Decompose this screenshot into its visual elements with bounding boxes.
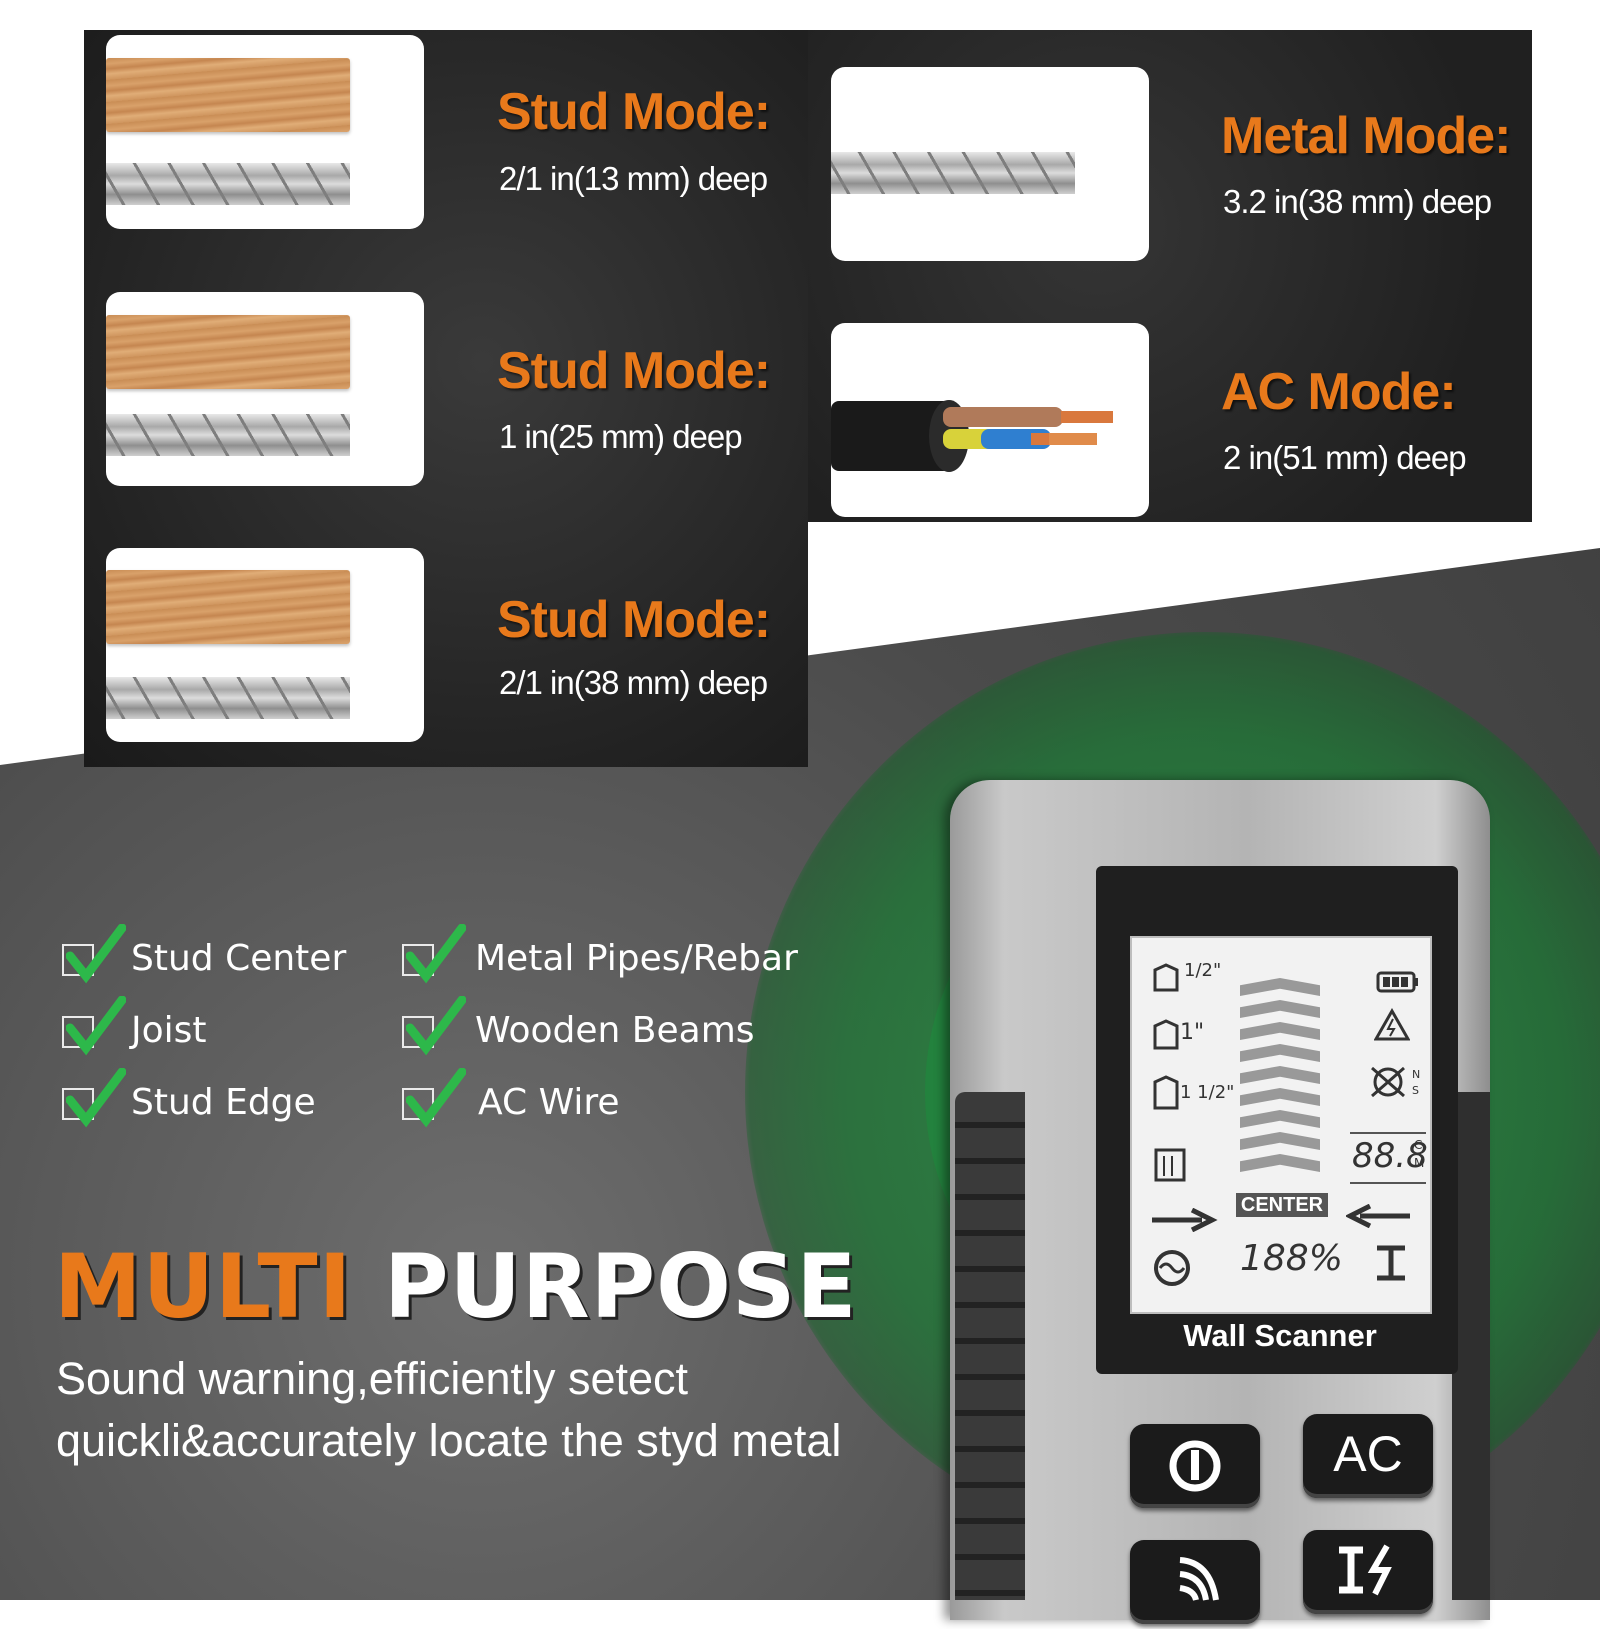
center-indicator: CENTER xyxy=(1236,1193,1328,1217)
ac-mode-depth: 2 in(51 mm) deep xyxy=(1223,439,1467,476)
metal-bolt-icon xyxy=(1339,1544,1392,1596)
svg-text:S: S xyxy=(1412,1084,1419,1097)
arrow-left-icon xyxy=(1346,1204,1410,1228)
rebar-icon xyxy=(106,677,350,719)
stud-mode-depth-2: 1 in(25 mm) deep xyxy=(499,418,743,455)
metal-mode-button[interactable] xyxy=(1303,1530,1433,1614)
warning-icon xyxy=(1374,1008,1410,1041)
checkbox-icon xyxy=(402,996,466,1056)
description-line-1: Sound warning,efficiently setect xyxy=(56,1353,689,1404)
magnet-icon: NS xyxy=(1371,1066,1420,1098)
wood-block-icon xyxy=(1154,1148,1186,1182)
stud-mode-illustration-1 xyxy=(106,35,424,229)
depth-half-label: 1/2" xyxy=(1184,960,1222,981)
feature-ac-wire: AC Wire xyxy=(478,1082,620,1123)
stud-mode-title-1: Stud Mode: xyxy=(497,83,771,141)
device-lcd xyxy=(1130,936,1432,1314)
wood-plank-icon xyxy=(106,570,350,644)
power-icon xyxy=(1169,1440,1221,1492)
rebar-icon xyxy=(106,163,350,205)
checkbox-icon xyxy=(402,1068,466,1128)
depth-unit-c: C xyxy=(1414,1138,1423,1152)
checkbox-icon xyxy=(62,924,126,984)
stud-mode-depth-3: 2/1 in(38 mm) deep xyxy=(499,664,768,701)
headline: MULTI PURPOSE xyxy=(54,1235,857,1338)
stud-mode-depth-1: 2/1 in(13 mm) deep xyxy=(499,160,768,197)
checkbox-icon xyxy=(62,1068,126,1128)
rebar-icon xyxy=(831,152,1075,194)
depth-unit-m: M xyxy=(1414,1156,1425,1170)
feature-stud-edge: Stud Edge xyxy=(131,1082,316,1123)
rebar-icon xyxy=(106,414,350,456)
wood-plank-icon xyxy=(106,315,350,389)
arrow-right-icon xyxy=(1152,1208,1218,1232)
metal-mode-illustration xyxy=(831,67,1149,261)
svg-text:N: N xyxy=(1412,1068,1420,1081)
stud-mode-button[interactable] xyxy=(1130,1540,1260,1624)
wood-plank-icon xyxy=(106,58,350,132)
depth-shallow-icon xyxy=(1153,963,1179,992)
cable-icon xyxy=(831,400,1113,472)
power-button[interactable] xyxy=(1130,1424,1260,1508)
signal-percent: 188% xyxy=(1240,1238,1343,1279)
checkbox-icon xyxy=(402,924,466,984)
battery-icon xyxy=(1376,971,1418,993)
depth-readout: 88.8 xyxy=(1352,1136,1428,1176)
feature-metal-pipes: Metal Pipes/Rebar xyxy=(475,938,798,979)
ac-button[interactable]: AC xyxy=(1303,1414,1433,1498)
stud-mode-title-3: Stud Mode: xyxy=(497,591,771,649)
ac-mode-title: AC Mode: xyxy=(1221,363,1457,421)
signal-bargraph xyxy=(1240,978,1320,1198)
depth-oneandhalf-label: 1 1/2" xyxy=(1180,1082,1235,1103)
ac-mode-illustration xyxy=(831,323,1149,517)
device-grip-left xyxy=(955,1092,1025,1600)
stud-mode-illustration-3 xyxy=(106,548,424,742)
stud-mode-illustration-2 xyxy=(106,292,424,486)
ac-wave-icon xyxy=(1154,1250,1190,1286)
device-label: Wall Scanner xyxy=(1183,1318,1377,1353)
description: Sound warning,efficiently setect quickli… xyxy=(56,1348,841,1472)
headline-purpose: PURPOSE xyxy=(383,1235,858,1338)
feature-joist: Joist xyxy=(131,1010,207,1051)
feature-wooden-beams: Wooden Beams xyxy=(475,1010,755,1051)
depth-deep-icon xyxy=(1153,1075,1179,1110)
depth-one-label: 1" xyxy=(1180,1020,1205,1045)
stud-mode-title-2: Stud Mode: xyxy=(497,342,771,400)
headline-multi: MULTI xyxy=(54,1235,353,1338)
ibeam-icon xyxy=(1377,1245,1405,1281)
device-grip-right xyxy=(1452,1092,1490,1600)
feature-stud-center: Stud Center xyxy=(131,938,347,979)
checkbox-icon xyxy=(62,996,126,1056)
metal-mode-title: Metal Mode: xyxy=(1221,107,1511,165)
depth-readout-frame xyxy=(1350,1132,1426,1184)
depth-medium-icon xyxy=(1153,1019,1179,1050)
metal-mode-depth: 3.2 in(38 mm) deep xyxy=(1223,183,1492,220)
description-line-2: quickli&accurately locate the styd metal xyxy=(56,1415,842,1466)
stud-scan-icon xyxy=(1179,1557,1219,1601)
